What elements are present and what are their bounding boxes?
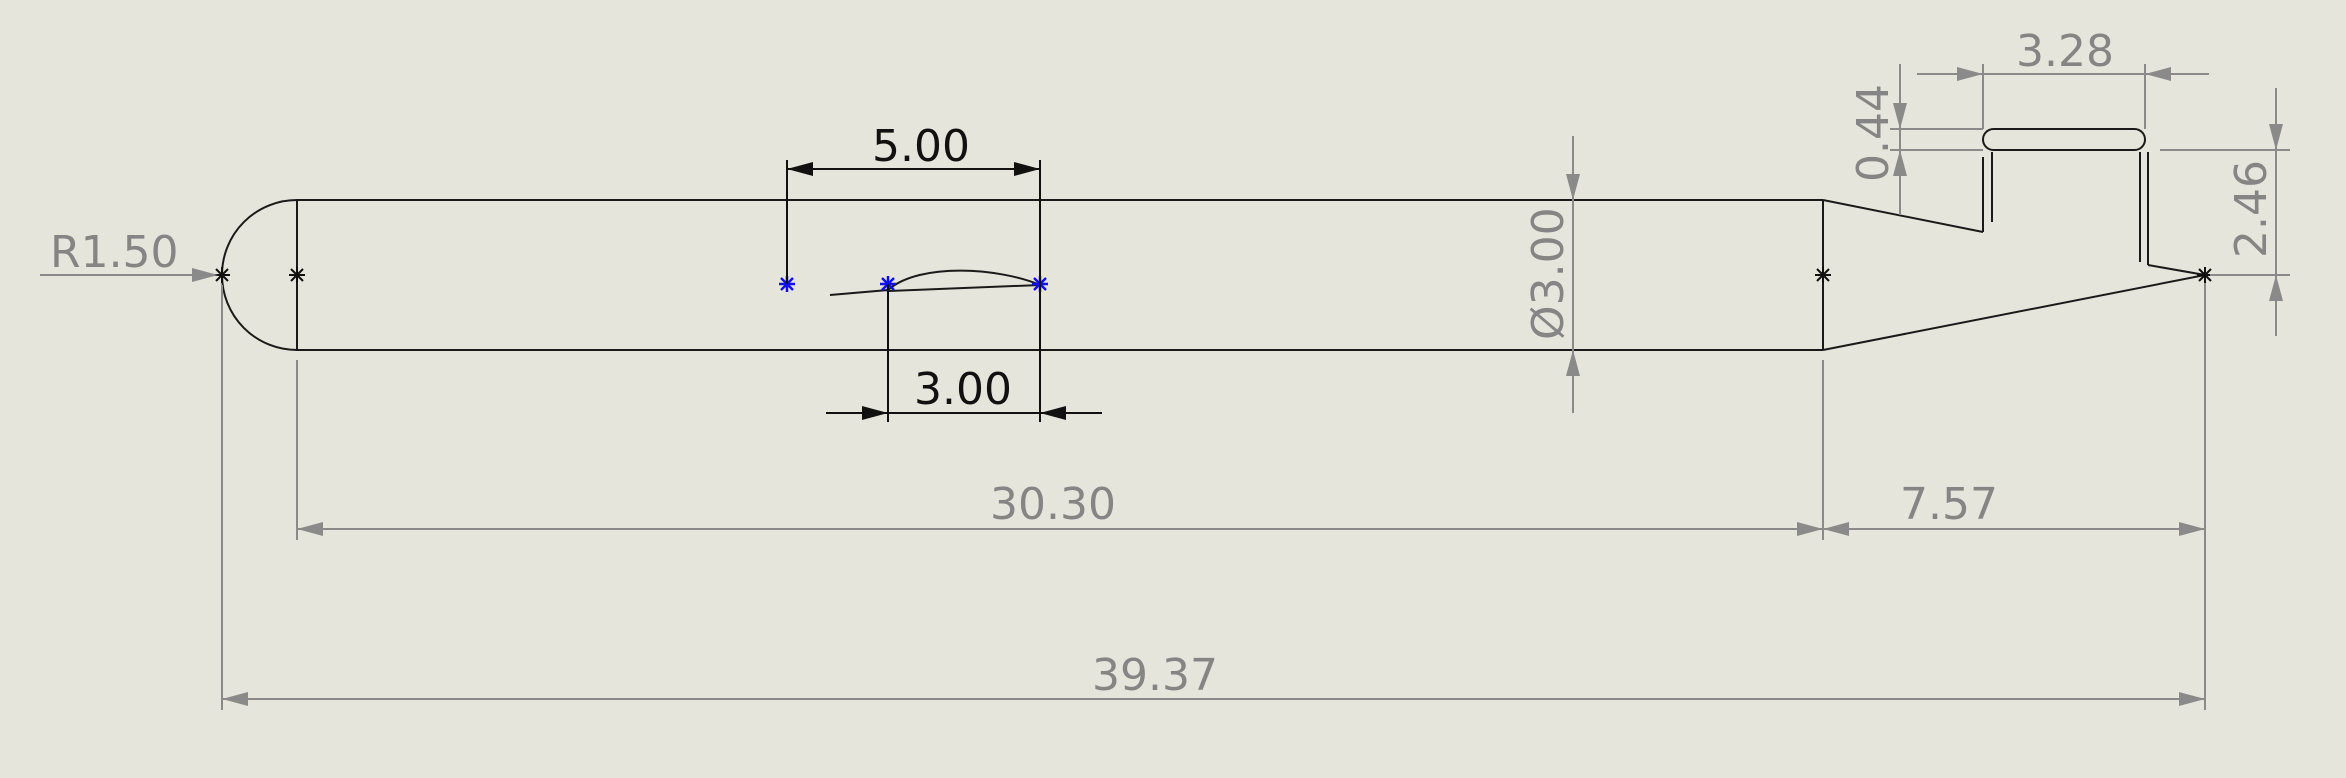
tip-top-edge[interactable] [1822,199,1984,233]
spline-length-dimension[interactable]: 3.00 [826,284,1102,422]
tip-end-point[interactable] [2197,267,2213,283]
slot-offset-dimension[interactable]: 0.44 [1848,64,1983,215]
body-length-label[interactable]: 30.30 [990,479,1116,530]
tip-height-dimension[interactable]: 2.46 [2160,88,2290,336]
slot-offset-label[interactable]: 0.44 [1848,84,1899,182]
fin-spline[interactable] [829,269,1041,296]
nose-arc-center-point[interactable] [214,267,230,283]
slot-profile[interactable] [1982,128,2146,151]
diameter-dimension[interactable]: Ø3.00 [1523,136,1580,413]
tip-lower-edge[interactable] [2147,264,2206,276]
part-outline[interactable] [221,128,2206,351]
tip-start-point[interactable] [1815,267,1831,283]
radius-dimension[interactable]: R1.50 [40,227,218,282]
sweep-length-dimension[interactable]: 5.00 [786,121,1041,284]
tip-height-label[interactable]: 2.46 [2226,160,2277,258]
radius-dimension-label[interactable]: R1.50 [50,227,179,278]
slot-width-dimension[interactable]: 3.28 [1917,26,2209,129]
nose-arc[interactable] [221,199,298,351]
overall-length-dimension[interactable]: 39.37 [221,285,2205,710]
fin-baseline[interactable] [887,284,1041,292]
spline-length-label[interactable]: 3.00 [914,364,1012,415]
body-length-dimension[interactable]: 30.30 [296,360,1824,540]
sketch-points[interactable] [214,267,2213,292]
overall-length-label[interactable]: 39.37 [1092,650,1218,701]
sweep-length-label[interactable]: 5.00 [872,121,970,172]
tip-length-label[interactable]: 7.57 [1900,479,1998,530]
nose-end-point[interactable] [289,267,305,283]
tip-bottom-edge[interactable] [1822,274,2206,351]
diameter-label[interactable]: Ø3.00 [1523,207,1574,340]
tip-length-dimension[interactable]: 7.57 [1823,283,2206,710]
slot-width-label[interactable]: 3.28 [2016,26,2114,77]
